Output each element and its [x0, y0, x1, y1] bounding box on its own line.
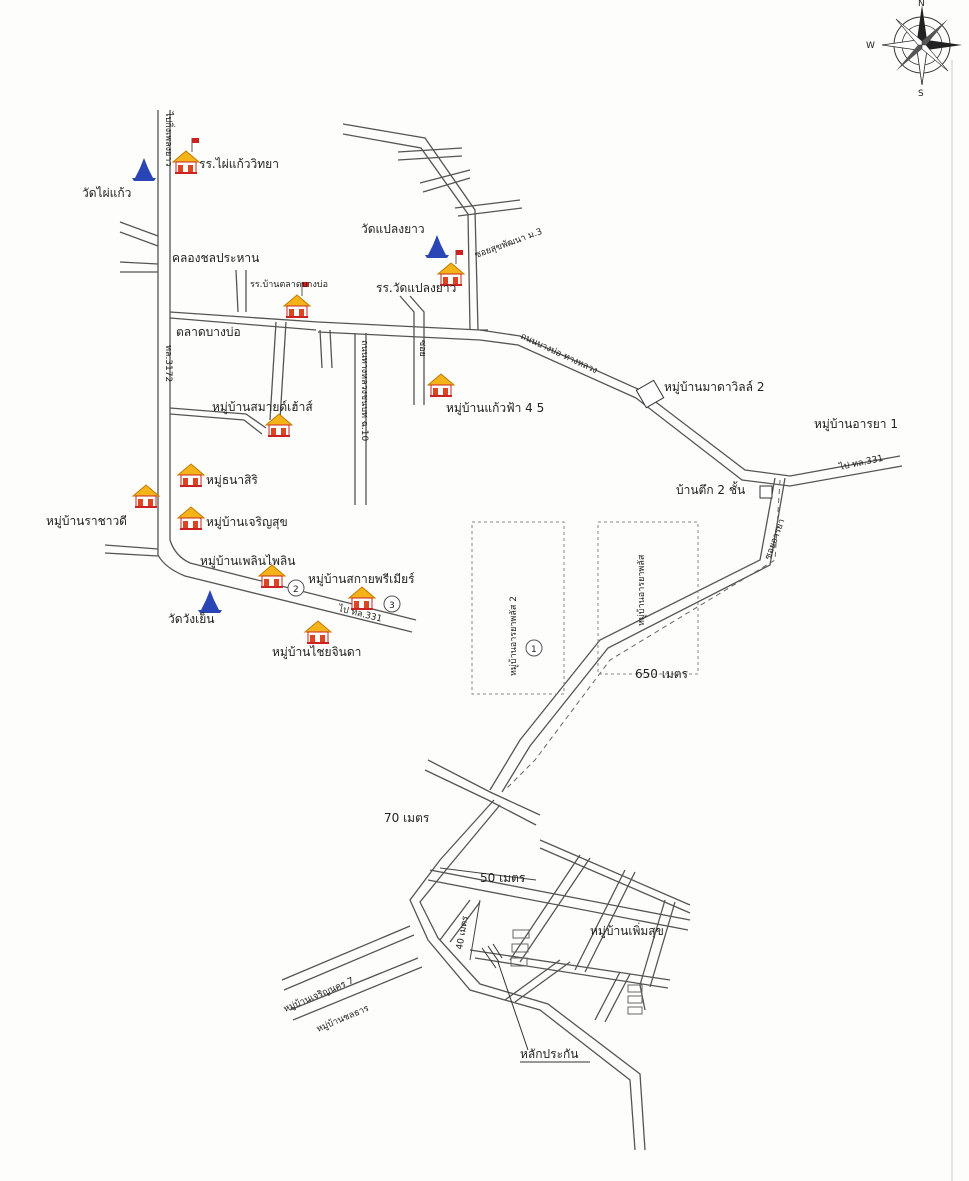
- compass-n-label: N: [918, 0, 925, 9]
- marker-1: 1: [525, 639, 543, 657]
- village-label: หมู่บ้านราชาวดี: [46, 514, 127, 529]
- temple-icon: [198, 590, 222, 613]
- village-icon: [177, 506, 205, 531]
- distance-label: 70 เมตร: [384, 811, 430, 825]
- village-icon: [304, 620, 332, 645]
- temple-icon: [132, 158, 156, 181]
- village-icon: [427, 373, 455, 398]
- building-icon: [635, 379, 665, 409]
- village-icon: [177, 463, 205, 488]
- village-label: หมู่ธนาสิริ: [206, 473, 258, 488]
- village-icon: [132, 484, 160, 509]
- road-label: ถนนทางหลวงชนบท ฉ.10: [359, 340, 369, 442]
- compass-w-label: W: [866, 41, 875, 51]
- village-label: หมู่บ้านเพลินไพลิน: [200, 554, 295, 569]
- temple-label: วัดแปลงยาว: [361, 222, 425, 236]
- village-label: หมู่บ้านมาดาวิลล์ 2: [664, 380, 764, 395]
- compass-rose: [881, 5, 962, 86]
- marker-2: 2: [287, 579, 305, 597]
- distance-label: 50 เมตร: [480, 871, 526, 885]
- school-label: รร.วัดแปลงยาว: [376, 281, 456, 295]
- road-label: ทล.3172: [163, 345, 173, 382]
- road-label: ซอยสุขพัฒนา ม.3: [474, 227, 544, 261]
- svg-text:1: 1: [531, 645, 537, 655]
- village-label: หมู่บ้านไชยจินดา: [272, 645, 361, 660]
- village-label: หมู่บ้านสกายพรีเมียร์: [308, 572, 415, 587]
- road-label: ถนนบางบ่อ-ทางหลวง: [519, 332, 599, 376]
- village-label: หมู่บ้านเจริญสุข: [206, 515, 288, 530]
- temple-icon: [425, 235, 449, 258]
- temple-label: วัดวังเย็น: [168, 611, 214, 626]
- market-label: ตลาดบางบ่อ: [176, 325, 241, 339]
- plot-label: หมู่บ้านอารยาพลัส 2: [508, 596, 519, 676]
- compass-s-label: S: [918, 89, 924, 99]
- road-label: ซอย: [417, 340, 427, 357]
- building-icon: [759, 485, 773, 499]
- temple-label: วัดไผ่แก้ว: [82, 186, 131, 200]
- village-icon: [258, 564, 286, 589]
- plot-boxes: [471, 521, 699, 695]
- landmark-label: หลักประกัน: [520, 1047, 579, 1061]
- road-label: ไปกิ่งเพลงยาว: [163, 111, 176, 166]
- canal-label: คลองชลประหาน: [172, 251, 259, 265]
- plot-label: หมู่บ้านอารยาพลัส: [636, 554, 647, 626]
- place-label: หมู่บ้านเพิ่มสุข: [590, 922, 664, 939]
- marker-3: 3: [383, 595, 401, 613]
- village-label: หมู่บ้านแก้วฟ้า 4 5: [446, 401, 544, 416]
- school-label: รร.ไผ่แก้ววิทยา: [199, 157, 279, 171]
- svg-text:2: 2: [293, 585, 299, 595]
- roads-layer: [104, 110, 903, 1151]
- school-label: รร.บ้านตลาดบางบ่อ: [250, 279, 328, 290]
- distance-label: 40 เมตร: [455, 915, 471, 950]
- village-label: หมู่บ้านสมายด์เฮ้าส์: [212, 400, 313, 415]
- distance-label: 650 เมตร: [635, 667, 689, 681]
- village-label: หมู่บ้านอารยา 1: [814, 417, 898, 432]
- school-icon: [172, 137, 200, 175]
- place-label: บ้านตึก 2 ชั้น: [676, 481, 745, 497]
- svg-text:3: 3: [389, 601, 395, 611]
